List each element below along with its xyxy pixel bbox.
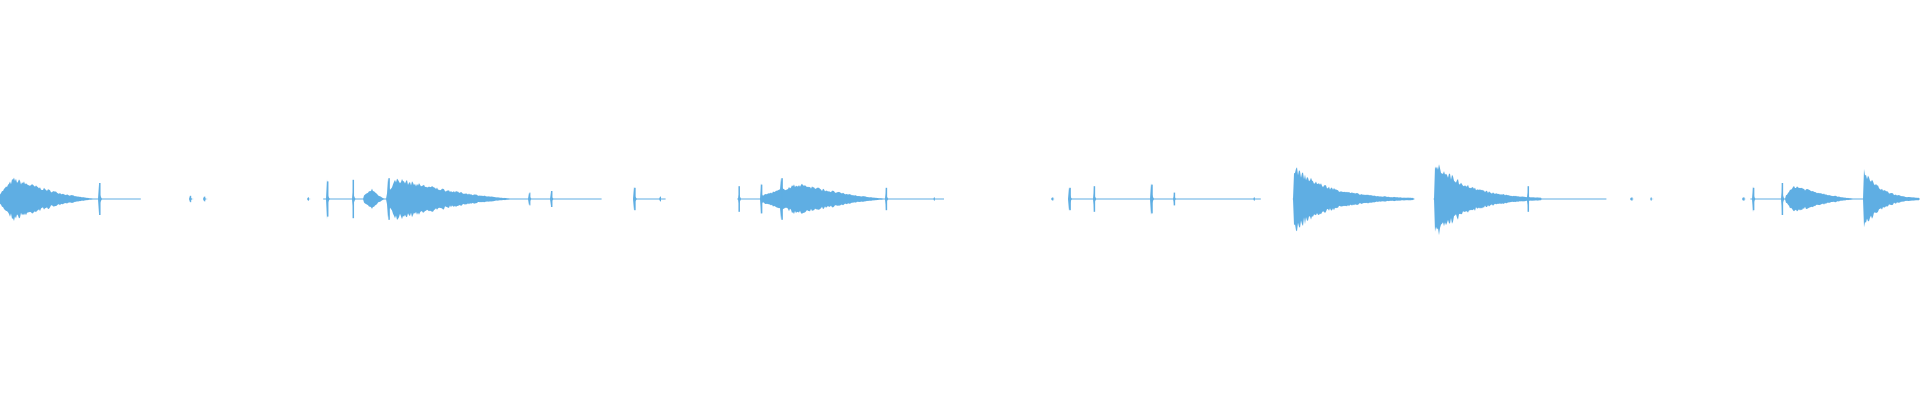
waveform-envelope: [0, 164, 1919, 236]
waveform-transients: [99, 178, 1784, 220]
